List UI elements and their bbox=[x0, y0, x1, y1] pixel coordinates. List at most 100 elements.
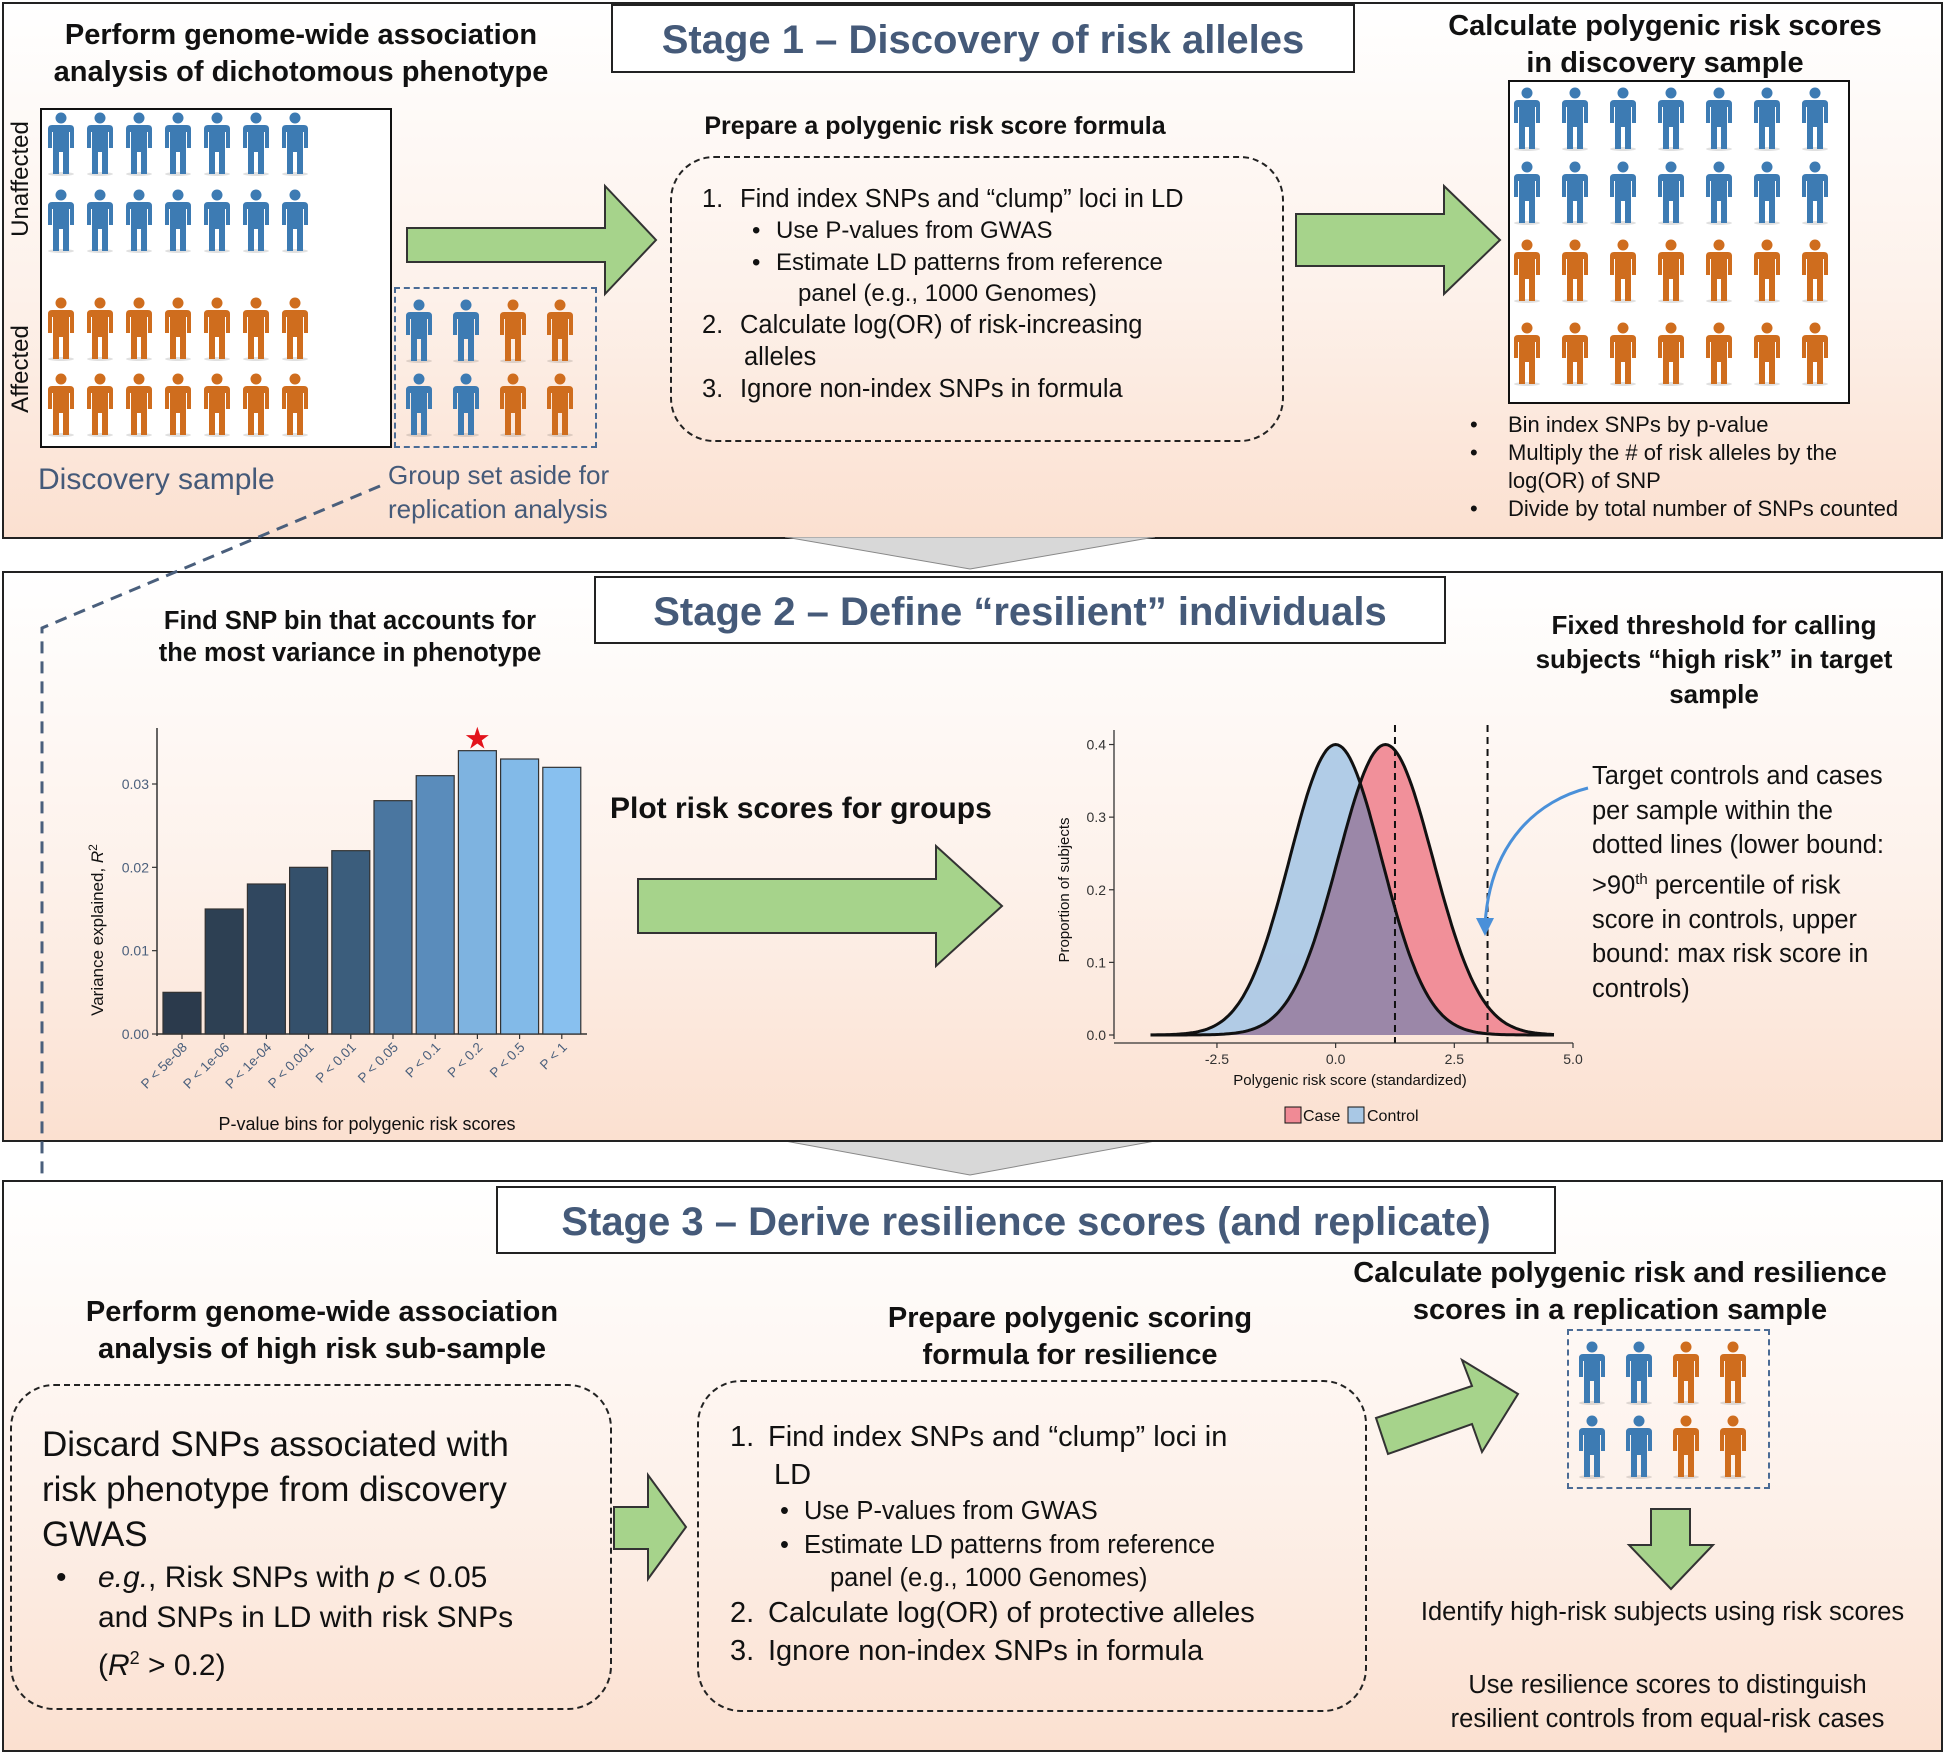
density-ytick-label: 0.2 bbox=[1087, 882, 1107, 898]
person-icon bbox=[48, 297, 74, 361]
person-icon bbox=[1658, 239, 1684, 303]
person-icon bbox=[1562, 161, 1588, 225]
legend-control-swatch bbox=[1347, 1106, 1365, 1124]
stage3-step-2: 2.Calculate log(OR) of protective allele… bbox=[730, 1594, 1360, 1632]
discard-bullet-rest: , Risk SNPs with bbox=[148, 1561, 379, 1594]
stage3-arrow-to-replication bbox=[1374, 1357, 1520, 1456]
person-icon bbox=[1610, 87, 1636, 151]
affected-label: Affected bbox=[7, 325, 34, 413]
density-fills bbox=[1150, 725, 1555, 1043]
stage3-title: Stage 3 – Derive resilience scores (and … bbox=[496, 1186, 1556, 1254]
use-resilience-text: Use resilience scores to distinguish res… bbox=[1395, 1668, 1940, 1736]
use-resilience-line2: resilient controls from equal-risk cases bbox=[1450, 1705, 1885, 1733]
bar bbox=[457, 750, 497, 1035]
stage2-title: Stage 2 – Define “resilient” individuals bbox=[594, 576, 1446, 644]
bar bbox=[331, 850, 371, 1035]
stage1-calc-heading-line2: in discovery sample bbox=[1526, 46, 1804, 79]
calc-bullet-2-b: log(OR) of SNP bbox=[1508, 468, 1661, 493]
stage3-formula-steps: 1.Find index SNPs and “clump” loci in LD… bbox=[730, 1418, 1360, 1670]
discard-line1: Discard SNPs associated with bbox=[42, 1425, 509, 1464]
stage3-step-3-num: 3. bbox=[730, 1635, 755, 1667]
person-icon bbox=[1514, 161, 1540, 225]
legend-case-swatch bbox=[1284, 1106, 1302, 1124]
person-icon bbox=[1706, 322, 1732, 386]
discard-text: Discard SNPs associated with risk phenot… bbox=[42, 1422, 602, 1557]
stage1-arrow-to-calc bbox=[1295, 183, 1502, 297]
stage3-step-3-text: Ignore non-index SNPs in formula bbox=[768, 1635, 1204, 1667]
person-icon bbox=[282, 189, 308, 253]
person-icon bbox=[1610, 161, 1636, 225]
stage1-gwas-heading: Perform genome-wide association analysis… bbox=[12, 17, 590, 91]
aside-label: Group set aside for replication analysis bbox=[388, 458, 628, 527]
target-note-line4-b: percentile of risk bbox=[1647, 871, 1841, 899]
person-icon bbox=[1610, 239, 1636, 303]
person-icon bbox=[1610, 322, 1636, 386]
target-note-line6: bound: max risk score in bbox=[1592, 940, 1869, 968]
target-note-line5: score in controls, upper bbox=[1592, 905, 1858, 934]
stage3-step-1-sub1: Use P-values from GWAS bbox=[730, 1494, 1360, 1528]
person-icon bbox=[453, 299, 479, 363]
person-icon bbox=[406, 299, 432, 363]
person-icon bbox=[1706, 87, 1732, 151]
discard-bullet-end: < 0.05 bbox=[394, 1561, 488, 1594]
stage3-step-1: 1.Find index SNPs and “clump” loci in bbox=[730, 1418, 1360, 1456]
stage3-down-arrow bbox=[1626, 1508, 1716, 1591]
stage3-step-1-text-b: LD bbox=[774, 1459, 812, 1491]
person-icon bbox=[165, 373, 191, 437]
stage1-step-3-text: Ignore non-index SNPs in formula bbox=[740, 375, 1123, 403]
density-xtick-label: 2.5 bbox=[1445, 1051, 1465, 1067]
person-icon bbox=[1754, 161, 1780, 225]
person-icon bbox=[500, 373, 526, 437]
bar-ytick-label: 0.02 bbox=[122, 859, 149, 875]
stage1-formula-heading: Prepare a polygenic risk score formula bbox=[704, 112, 1166, 140]
density-legend: Case Control bbox=[1284, 1106, 1419, 1125]
person-icon bbox=[1802, 322, 1828, 386]
person-icon bbox=[1720, 1415, 1746, 1479]
density-ytick-label: 0.0 bbox=[1087, 1027, 1107, 1043]
stage1-calc-heading-line1: Calculate polygenic risk scores bbox=[1448, 10, 1882, 42]
affected-label-wrap: Affected bbox=[6, 300, 36, 440]
person-icon bbox=[243, 297, 269, 361]
threshold-heading: Fixed threshold for calling subjects “hi… bbox=[1484, 608, 1944, 711]
stage1-step-3-num: 3. bbox=[702, 375, 724, 403]
person-icon bbox=[87, 297, 113, 361]
person-icon bbox=[1754, 87, 1780, 151]
person-icon bbox=[500, 299, 526, 363]
unaffected-label: Unaffected bbox=[7, 121, 34, 237]
bar-chart-ylabel: Variance explained, R2 bbox=[86, 844, 107, 1016]
person-icon bbox=[204, 112, 230, 176]
discovery-sample-label: Discovery sample bbox=[38, 463, 275, 496]
discard-bullet: •e.g., Risk SNPs with p < 0.05 and SNPs … bbox=[56, 1558, 596, 1686]
person-icon bbox=[282, 112, 308, 176]
person-icon bbox=[204, 189, 230, 253]
stage1-to-stage2-arrow bbox=[785, 537, 1155, 570]
person-icon bbox=[1562, 239, 1588, 303]
person-icon bbox=[1562, 87, 1588, 151]
person-icon bbox=[1579, 1341, 1605, 1405]
discard-bullet-open: ( bbox=[98, 1649, 108, 1682]
discard-bullet-line2: and SNPs in LD with risk SNPs bbox=[98, 1601, 514, 1634]
person-icon bbox=[165, 297, 191, 361]
calc-bullet-3: Divide by total number of SNPs counted bbox=[1458, 495, 1943, 523]
person-icon bbox=[126, 112, 152, 176]
person-icon bbox=[1802, 161, 1828, 225]
control-density-line bbox=[1150, 742, 1554, 1037]
overlap-area bbox=[1150, 785, 1555, 1035]
stage3-calc-heading-line1: Calculate polygenic risk and resilience bbox=[1353, 1257, 1887, 1289]
person-icon bbox=[1626, 1415, 1652, 1479]
stage3-step-3: 3. Ignore non-index SNPs in formula bbox=[730, 1632, 1360, 1670]
person-icon bbox=[126, 297, 152, 361]
stage3-formula-heading-line2: formula for resilience bbox=[922, 1338, 1218, 1371]
density-ylabel: Proportion of subjects bbox=[1056, 817, 1073, 962]
stage1-step-1-sub2-a: Estimate LD patterns from reference bbox=[776, 249, 1163, 276]
target-note: Target controls and cases per sample wit… bbox=[1592, 759, 1942, 1006]
target-note-line1: Target controls and cases bbox=[1592, 762, 1883, 790]
person-icon bbox=[547, 299, 573, 363]
aside-label-line1: Group set aside for bbox=[388, 460, 610, 490]
threshold-heading-line2: subjects “high risk” in target bbox=[1535, 644, 1893, 675]
stage3-step-1-sub2: Estimate LD patterns from reference bbox=[730, 1528, 1360, 1562]
plot-risk-scores-label: Plot risk scores for groups bbox=[610, 792, 992, 825]
person-icon bbox=[48, 112, 74, 176]
threshold-heading-line3: sample bbox=[1669, 678, 1759, 709]
target-note-line4: >90th percentile of risk bbox=[1592, 863, 1942, 903]
